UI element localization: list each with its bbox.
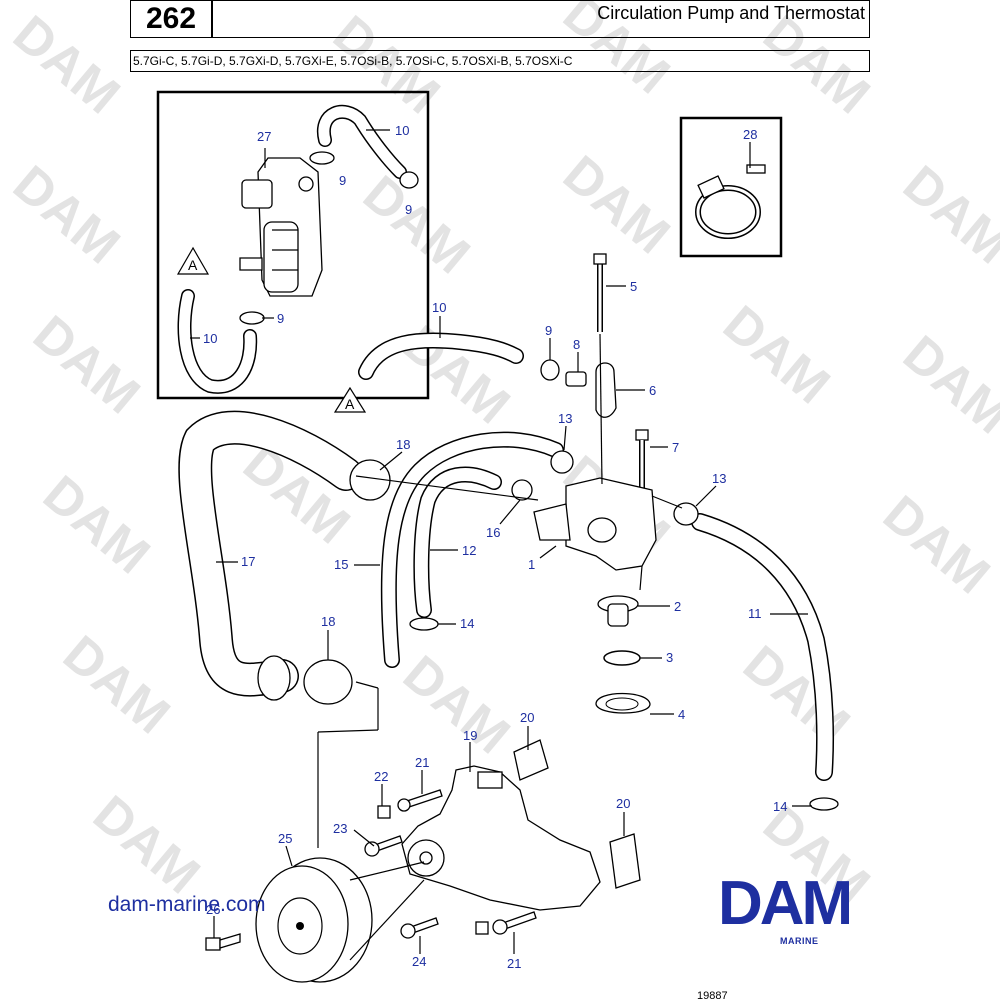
callout-25: 25 bbox=[278, 831, 292, 846]
inset-marker: A bbox=[188, 257, 198, 273]
callout-9: 9 bbox=[545, 323, 552, 338]
callout-13: 13 bbox=[712, 471, 726, 486]
watermark: DAM bbox=[22, 305, 150, 426]
callout-19: 19 bbox=[463, 728, 477, 743]
callout-18: 18 bbox=[321, 614, 335, 629]
watermark: DAM bbox=[892, 155, 1000, 276]
electric-pump-27 bbox=[239, 157, 323, 297]
watermark: DAM bbox=[892, 325, 1000, 446]
callout-3: 3 bbox=[666, 650, 673, 665]
callout-18: 18 bbox=[396, 437, 410, 452]
watermark: DAM bbox=[392, 645, 520, 766]
callout-12: 12 bbox=[462, 543, 476, 558]
watermark: DAM bbox=[872, 485, 1000, 606]
title-box: Circulation Pump and Thermostat bbox=[212, 0, 870, 38]
callout-16: 16 bbox=[486, 525, 500, 540]
hose-clamp-28 bbox=[695, 164, 766, 239]
website-link[interactable]: dam-marine.com bbox=[108, 893, 266, 916]
watermark: DAM bbox=[82, 785, 210, 906]
callout-24: 24 bbox=[412, 954, 426, 969]
bolts bbox=[205, 789, 537, 951]
callout-9: 9 bbox=[339, 173, 346, 188]
callout-20: 20 bbox=[520, 710, 534, 725]
callout-17: 17 bbox=[241, 554, 255, 569]
watermark: DAM bbox=[732, 635, 860, 756]
logo-text: DAM bbox=[718, 872, 850, 936]
thermostat-housing-1 bbox=[355, 475, 683, 571]
callout-8: 8 bbox=[573, 337, 580, 352]
callouts: 27 10 9 9 9 10 28 5 10 9 8 6 13 7 18 13 … bbox=[190, 123, 812, 971]
callout-5: 5 bbox=[630, 279, 637, 294]
watermark: DAM bbox=[712, 295, 840, 416]
inset-frame bbox=[156, 90, 430, 400]
callout-10: 10 bbox=[203, 331, 217, 346]
callout-10: 10 bbox=[432, 300, 446, 315]
callout-11: 11 bbox=[748, 606, 762, 621]
callout-6: 6 bbox=[649, 383, 656, 398]
callout-20: 20 bbox=[616, 796, 630, 811]
callout-26: 26 bbox=[206, 902, 220, 917]
callout-28: 28 bbox=[743, 127, 757, 142]
callout-9: 9 bbox=[277, 311, 284, 326]
watermark: DAM bbox=[32, 465, 160, 586]
pulley-25 bbox=[255, 857, 425, 983]
inset-frame-clamp bbox=[679, 116, 783, 258]
watermark: DAM bbox=[392, 315, 520, 436]
watermark: DAM bbox=[552, 145, 680, 266]
inset-hoses: A bbox=[176, 104, 419, 394]
callout-4: 4 bbox=[678, 707, 685, 722]
callout-1: 1 bbox=[528, 557, 535, 572]
callout-2: 2 bbox=[674, 599, 681, 614]
models-box: 5.7Gi-C, 5.7Gi-D, 5.7GXi-D, 5.7GXi-E, 5.… bbox=[130, 50, 870, 72]
page-number: 262 bbox=[130, 0, 212, 38]
callout-9: 9 bbox=[405, 202, 412, 217]
page-title: Circulation Pump and Thermostat bbox=[597, 3, 865, 23]
callout-7: 7 bbox=[672, 440, 679, 455]
watermark: DAM bbox=[2, 5, 130, 126]
logo-subtitle: MARINE bbox=[780, 936, 819, 946]
main-marker: A bbox=[345, 396, 355, 412]
callout-15: 15 bbox=[334, 557, 348, 572]
watermark: DAM bbox=[52, 625, 180, 746]
model-list: 5.7Gi-C, 5.7Gi-D, 5.7GXi-D, 5.7GXi-E, 5.… bbox=[133, 54, 573, 68]
dam-marine-logo: DAM bbox=[718, 872, 853, 936]
callout-22: 22 bbox=[374, 769, 388, 784]
callout-23: 23 bbox=[333, 821, 347, 836]
callout-13: 13 bbox=[558, 411, 572, 426]
watermark: DAM bbox=[2, 155, 130, 276]
callout-14: 14 bbox=[773, 799, 787, 814]
callout-21: 21 bbox=[415, 755, 429, 770]
drawing-number: 19887 bbox=[697, 990, 728, 1002]
callout-27: 27 bbox=[257, 129, 271, 144]
callout-21: 21 bbox=[507, 956, 521, 971]
water-pump-19 bbox=[401, 739, 641, 911]
callout-10: 10 bbox=[395, 123, 409, 138]
callout-14: 14 bbox=[460, 616, 474, 631]
